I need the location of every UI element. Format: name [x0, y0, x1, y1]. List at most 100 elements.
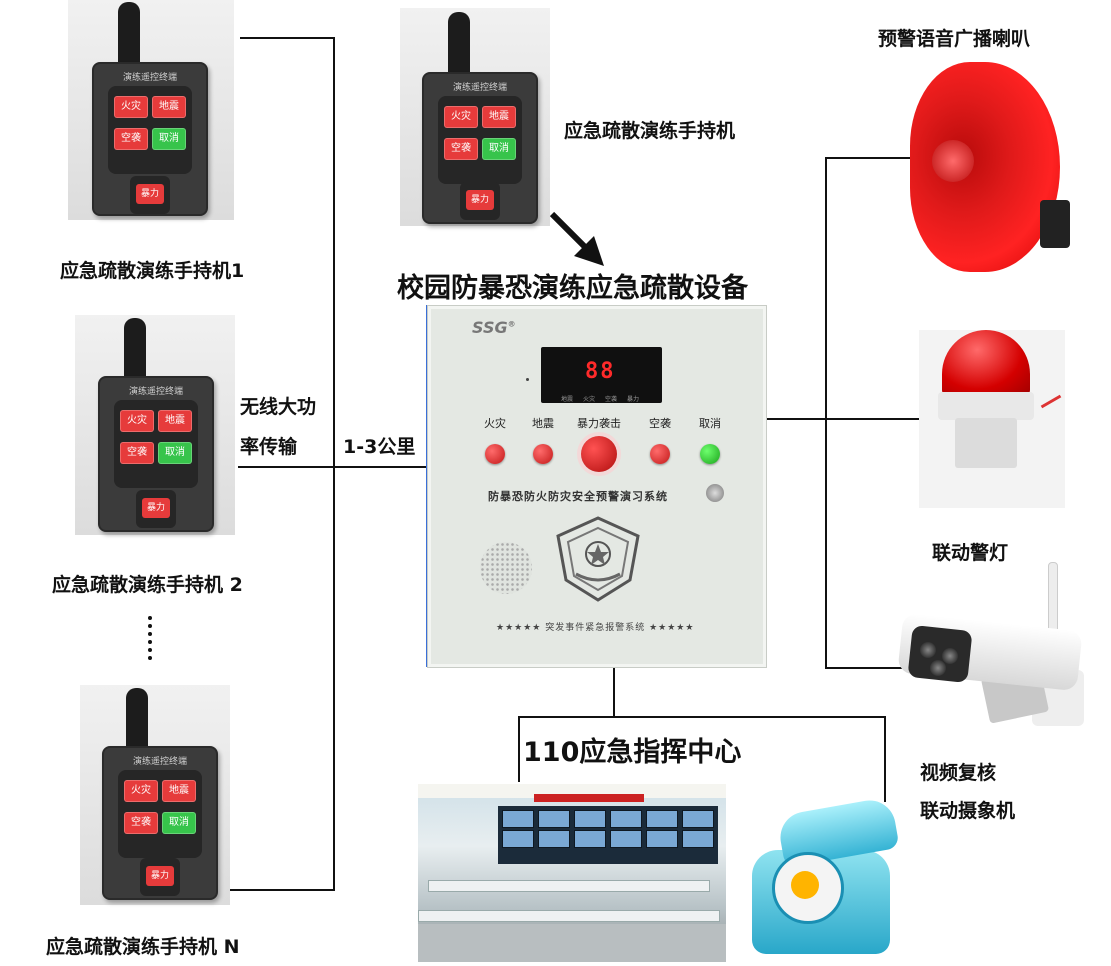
device-footer: ★★★★★ 突发事件紧急报警系统 ★★★★★ [496, 623, 695, 633]
camera-label-line2: 联动摄象机 [920, 800, 1016, 822]
handset-label-n: 应急疏散演练手持机 N [46, 936, 240, 958]
warning-light-foot [955, 418, 1017, 468]
remote-title: 演练遥控终端 [128, 387, 183, 397]
key-airraid[interactable]: 空袭 [124, 812, 158, 834]
telephone-dial-center [791, 871, 819, 899]
key-cancel[interactable]: 取消 [482, 138, 516, 160]
wire-device-out [765, 418, 923, 420]
remote-handset-2: 演练遥控终端 火灾 地震 空袭 取消 暴力 [98, 376, 214, 532]
horn-bracket [1040, 200, 1070, 248]
cc-ceiling-light [418, 784, 726, 798]
video-screen [574, 830, 606, 848]
remote-title: 演练遥控终端 [132, 757, 187, 767]
video-screen [502, 830, 534, 848]
violence-key-frame: 暴力 [130, 176, 170, 214]
antenna-icon [448, 12, 470, 76]
key-earthquake[interactable]: 地震 [482, 106, 516, 128]
key-earthquake[interactable]: 地震 [152, 96, 186, 118]
wire-handsetN [230, 889, 335, 891]
video-screen [646, 810, 678, 828]
wire-bus-vertical [333, 37, 335, 891]
device-label-airraid: 空袭 [649, 417, 671, 430]
key-panel: 火灾 地震 空袭 取消 [118, 770, 202, 858]
wire-handset1 [240, 37, 335, 39]
camera-label-line1: 视频复核 [920, 762, 997, 784]
key-fire[interactable]: 火灾 [114, 96, 148, 118]
key-violence[interactable]: 暴力 [146, 866, 174, 886]
warning-light-base [938, 392, 1034, 420]
wire-camera [825, 667, 915, 669]
horn-driver [932, 140, 974, 182]
key-fire[interactable]: 火灾 [444, 106, 478, 128]
display-digits: 88 [585, 359, 616, 384]
video-screen [610, 810, 642, 828]
remote-title: 演练遥控终端 [452, 83, 507, 93]
device-label-earthquake: 地震 [532, 417, 554, 430]
indicator-3: 空袭 [605, 396, 618, 403]
antenna-icon [118, 2, 140, 68]
wire-cc-right [884, 716, 886, 802]
key-violence[interactable]: 暴力 [466, 190, 494, 210]
device-button-cancel[interactable] [700, 444, 720, 464]
video-screen [502, 810, 534, 828]
antenna-icon [126, 688, 148, 752]
brand-name: SSG [472, 318, 508, 337]
wireless-label-line1: 无线大功 [240, 396, 317, 418]
remote-title: 演练遥控终端 [122, 73, 177, 83]
key-panel: 火灾 地震 空袭 取消 [108, 86, 192, 174]
camera-lens [920, 642, 936, 658]
wire-cc-left [518, 716, 520, 782]
key-earthquake[interactable]: 地震 [162, 780, 196, 802]
led-display: 88 地震 火灾 空袭 暴力 [541, 347, 662, 403]
power-dot [526, 378, 529, 381]
key-violence[interactable]: 暴力 [142, 498, 170, 518]
key-violence[interactable]: 暴力 [136, 184, 164, 204]
command-center-photo [418, 784, 726, 962]
key-cancel[interactable]: 取消 [162, 812, 196, 834]
video-screen [682, 810, 714, 828]
police-emblem-icon [556, 516, 640, 602]
wireless-label-line2: 率传输 [240, 436, 298, 458]
key-cancel[interactable]: 取消 [152, 128, 186, 150]
indicator-1: 地震 [561, 396, 574, 403]
speaker-grille [480, 542, 532, 594]
video-wall [498, 806, 718, 864]
violence-key-frame: 暴力 [140, 858, 180, 896]
system-name: 防暴恐防火防灾安全预警演习系统 [488, 490, 668, 503]
key-fire[interactable]: 火灾 [124, 780, 158, 802]
wire-cc-bar [518, 716, 886, 718]
wire-handset2 [238, 466, 428, 468]
key-fire[interactable]: 火灾 [120, 410, 154, 432]
video-screen [538, 810, 570, 828]
ellipsis-dots [148, 616, 152, 664]
device-label-cancel: 取消 [699, 417, 721, 430]
video-screen [646, 830, 678, 848]
key-airraid[interactable]: 空袭 [444, 138, 478, 160]
key-cancel[interactable]: 取消 [158, 442, 192, 464]
video-screen [574, 810, 606, 828]
key-earthquake[interactable]: 地震 [158, 410, 192, 432]
remote-handset-top: 演练遥控终端 火灾 地震 空袭 取消 暴力 [422, 72, 538, 224]
camera-lens [942, 648, 958, 664]
wire-out-vertical [825, 157, 827, 669]
command-center-label: 110应急指挥中心 [523, 737, 742, 768]
indicator-4: 暴力 [627, 396, 640, 403]
device-button-airraid[interactable] [650, 444, 670, 464]
device-button-violence[interactable] [581, 436, 617, 472]
handset-label-2: 应急疏散演练手持机 2 [52, 574, 243, 596]
remote-handset-n: 演练遥控终端 火灾 地震 空袭 取消 暴力 [102, 746, 218, 900]
antenna-icon [124, 318, 146, 384]
device-button-fire[interactable] [485, 444, 505, 464]
workstation-desk [428, 880, 710, 892]
workstation-desk [418, 910, 720, 922]
key-airraid[interactable]: 空袭 [114, 128, 148, 150]
wire-horn [825, 157, 913, 159]
registered-mark: ® [507, 319, 516, 329]
key-airraid[interactable]: 空袭 [120, 442, 154, 464]
handset-label-top: 应急疏散演练手持机 [564, 120, 736, 142]
light-label: 联动警灯 [932, 542, 1009, 564]
device-button-earthquake[interactable] [533, 444, 553, 464]
warning-light-icon [942, 330, 1030, 396]
horn-label: 预警语音广播喇叭 [878, 28, 1031, 50]
brand-logo: SSG® [472, 318, 516, 337]
